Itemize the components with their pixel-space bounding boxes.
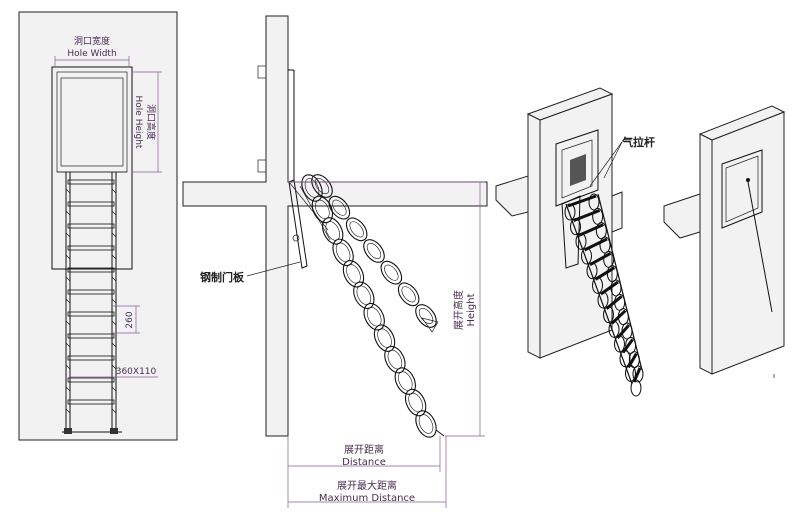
- front-rung: [67, 201, 115, 207]
- hole-height-label-en: Hole Height: [133, 96, 143, 149]
- upper-bracket: [257, 65, 267, 79]
- step-size-label: 360X110: [116, 367, 157, 377]
- hole-width-label-cn: 洞口宽度: [74, 35, 110, 47]
- scissor-link: [342, 260, 365, 288]
- distance-label-en: Distance: [342, 457, 386, 468]
- scissor-link: [415, 304, 437, 328]
- iso-floor-slab-right: [611, 191, 623, 233]
- iso-closed-hatch-lock: [746, 178, 750, 182]
- lower-bracket: [257, 159, 267, 173]
- isometric-view-closed: [663, 105, 786, 378]
- scissor-link: [380, 260, 403, 285]
- front-rung: [67, 377, 115, 383]
- side-view: 钢制门板 展开高度 Height 展开距离 Distance 展开最大距离 Ma…: [182, 15, 488, 508]
- scissor-link: [332, 238, 354, 267]
- iso-rung: [567, 194, 597, 208]
- side-wall-section: [182, 15, 488, 437]
- scissor-ladder-links: [301, 174, 437, 438]
- front-rung: [67, 355, 115, 361]
- scissor-link: [311, 174, 333, 198]
- iso-closed-wall-front: [711, 111, 785, 375]
- steel-door-panel: [288, 179, 308, 269]
- height-label-en: Height: [466, 293, 477, 326]
- height-label-cn: 展开高度: [452, 290, 465, 330]
- scissor-link: [384, 345, 406, 374]
- folded-foot: [421, 317, 439, 333]
- iso-closed-hatch-cover: [721, 149, 763, 229]
- front-rung: [67, 399, 115, 405]
- iso-closed-pole-hook: [747, 181, 773, 313]
- iso-closed-floor-slab: [663, 193, 701, 239]
- front-rung: [67, 245, 115, 251]
- front-wall-panel: [18, 11, 178, 441]
- hole-width-label-en: Hole Width: [67, 49, 116, 59]
- scissor-link: [328, 195, 351, 220]
- front-rungs: [65, 179, 117, 414]
- iso-wall-side: [527, 113, 541, 359]
- scissor-link: [404, 388, 427, 417]
- iso-deployed-ladder: [564, 193, 644, 397]
- front-ladder: [62, 172, 122, 434]
- iso-floor-slab-left: [495, 175, 529, 217]
- front-rung: [67, 289, 115, 295]
- scissor-link: [373, 324, 396, 352]
- distance-label-cn: 展开距离: [344, 443, 384, 456]
- front-view: 洞口宽度 Hole Width 洞口高度 Hole Height 260 360…: [18, 11, 178, 441]
- iso-door-panel: [561, 195, 581, 269]
- scissor-link: [363, 302, 385, 331]
- front-rung: [67, 267, 115, 273]
- scissor-link: [415, 410, 437, 438]
- scissor-link: [345, 217, 368, 242]
- iso-rung: [572, 208, 601, 223]
- iso-closed-wall-side: [699, 133, 713, 375]
- hole-height-label-cn: 洞口高度: [145, 104, 157, 140]
- maximum-distance-label-cn: 展开最大距离: [337, 479, 397, 492]
- steel-door-panel-label: 钢制门板: [200, 270, 245, 284]
- scissor-link: [363, 239, 385, 263]
- gas-strut-label: 气拉杆: [621, 135, 655, 149]
- front-rung: [67, 179, 115, 185]
- front-rung: [67, 333, 115, 339]
- maximum-distance-label-en: Maximum Distance: [319, 493, 415, 504]
- hole-frame: [51, 66, 133, 270]
- front-rung: [67, 311, 115, 317]
- iso-hatch-interior: [570, 154, 586, 186]
- scissor-link: [353, 281, 375, 310]
- scissor-link: [394, 367, 416, 395]
- front-rung: [67, 223, 115, 229]
- isometric-view-deployed: 气拉杆: [495, 87, 655, 397]
- iso-hatch-frame: [555, 129, 599, 207]
- hatch-inner: [60, 77, 124, 167]
- scissor-link: [397, 282, 420, 307]
- step-spacing-label: 260: [125, 311, 135, 328]
